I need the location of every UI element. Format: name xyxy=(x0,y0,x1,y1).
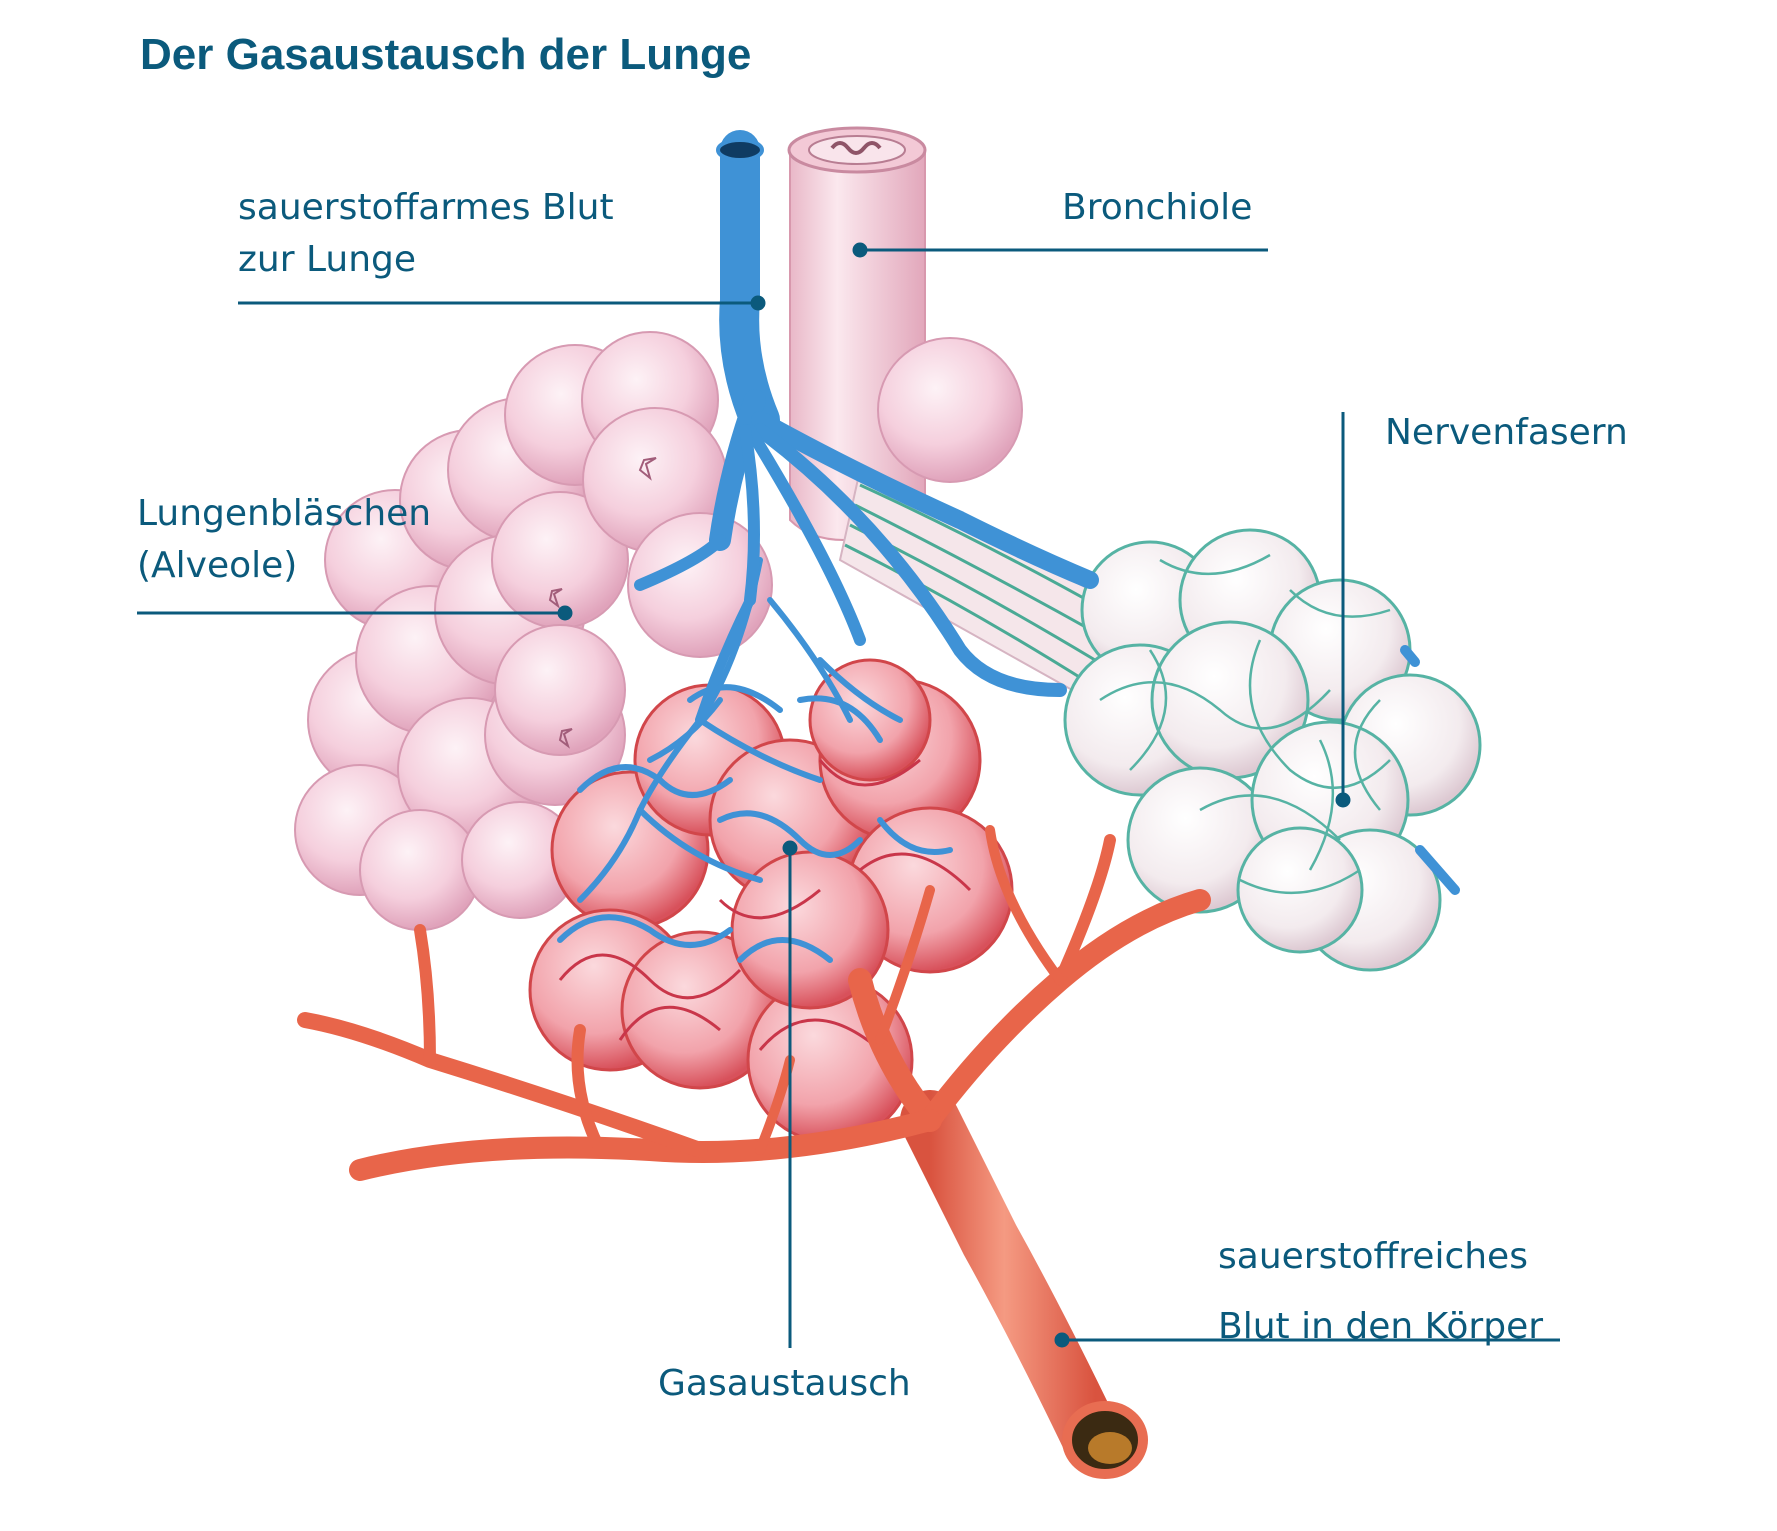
leader-bronchiole-dot xyxy=(852,242,868,258)
label-deoxygenated-line1: sauerstoffarmes Blut xyxy=(238,187,614,228)
label-oxygenated-blood: sauerstoffreiches Blut in den Körper xyxy=(1218,1222,1543,1362)
label-gas-exchange-text: Gasaustausch xyxy=(658,1363,911,1404)
nerve-alveoli-cluster xyxy=(1063,528,1482,972)
leader-oxygenated-dot xyxy=(1054,1332,1070,1348)
label-deoxygenated-blood: sauerstoffarmes Blut zur Lunge xyxy=(238,182,614,286)
label-bronchiole-text: Bronchiole xyxy=(1062,187,1253,228)
deoxygenated-vessel xyxy=(634,130,1099,725)
right-vessel-stubs xyxy=(1400,645,1460,895)
oxygenated-vessel xyxy=(297,825,1211,1475)
label-gas-exchange: Gasaustausch xyxy=(658,1358,911,1410)
artery-opening-highlight xyxy=(1088,1432,1132,1464)
alveoli-cluster xyxy=(294,331,1023,931)
page-title: Der Gasaustausch der Lunge xyxy=(140,30,752,79)
label-oxygenated-line1: sauerstoffreiches xyxy=(1218,1236,1528,1277)
label-oxygenated-line2: Blut in den Körper xyxy=(1218,1306,1544,1347)
label-bronchiole: Bronchiole xyxy=(1062,182,1252,234)
leader-gas-exchange-dot xyxy=(782,840,798,856)
leader-nerve-dot xyxy=(1335,792,1351,808)
leader-lines xyxy=(137,242,1560,1348)
leader-alveoli-dot xyxy=(557,605,573,621)
label-alveoli-line1: Lungenbläschen xyxy=(137,493,432,534)
label-deoxygenated-line2: zur Lunge xyxy=(238,239,417,280)
vessel-opening xyxy=(716,138,764,162)
label-alveoli: Lungenbläschen (Alveole) xyxy=(137,488,431,592)
label-nerve-fibers-text: Nervenfasern xyxy=(1385,412,1628,453)
leader-deoxygenated-dot xyxy=(750,295,766,311)
label-nerve-fibers: Nervenfasern xyxy=(1385,407,1628,459)
label-alveoli-line2: (Alveole) xyxy=(137,545,298,586)
